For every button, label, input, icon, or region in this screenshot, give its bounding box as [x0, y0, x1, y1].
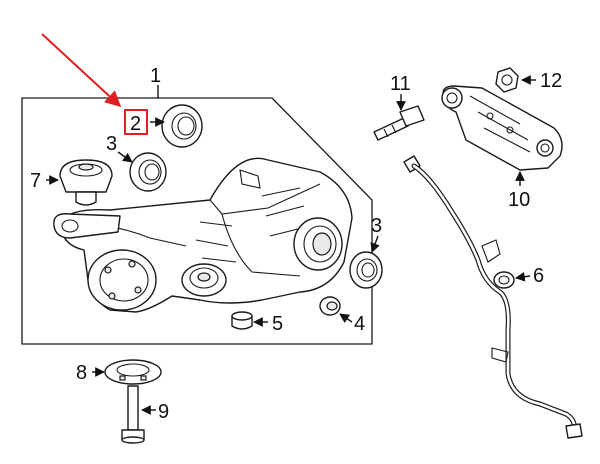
seal-part-3-left — [129, 152, 167, 192]
red-pointer-arrow — [41, 33, 122, 108]
callout-3-left: 3 — [106, 133, 117, 155]
leader-4 — [339, 313, 353, 323]
callout-1: 1 — [150, 65, 161, 87]
mount-part-7 — [59, 159, 113, 206]
vent-hose-part-6 — [403, 155, 583, 439]
seal-part-2 — [161, 104, 203, 148]
bushing-part-4 — [319, 296, 341, 316]
callout-9: 9 — [158, 401, 169, 423]
plug-part-5 — [231, 311, 253, 330]
differential-housing — [53, 157, 353, 313]
callout-6: 6 — [533, 265, 544, 287]
callout-4: 4 — [354, 313, 365, 335]
callout-10: 10 — [508, 189, 530, 211]
callout-5: 5 — [272, 313, 283, 335]
leader-3-left — [117, 151, 133, 163]
callout-2: 2 — [130, 113, 141, 135]
highlight-box-2 — [124, 109, 148, 135]
callout-12: 12 — [540, 70, 562, 92]
leader-6 — [515, 271, 531, 282]
callout-8: 8 — [76, 362, 87, 384]
seal-part-3-right — [349, 251, 383, 289]
callout-11: 11 — [390, 73, 411, 95]
bracket-part-10 — [441, 85, 563, 171]
callout-3-right: 3 — [371, 215, 382, 237]
bolt-part-9 — [121, 385, 145, 444]
bolt-part-11 — [373, 105, 425, 141]
washer-part-8 — [104, 359, 162, 385]
callout-7: 7 — [30, 170, 41, 192]
nut-part-12 — [495, 67, 519, 93]
leader-3-right — [370, 235, 380, 253]
